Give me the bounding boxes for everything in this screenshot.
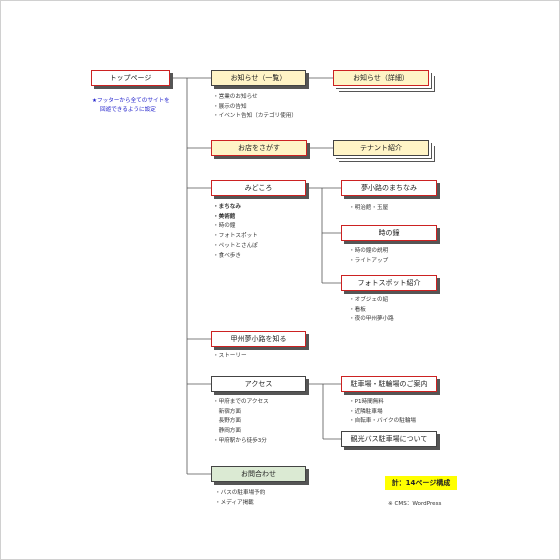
list-item: ・近隣駐車場: [349, 408, 383, 415]
list-item: ・まちなみ: [213, 204, 241, 210]
list-item: ・甲府駅から徒歩3分: [213, 437, 267, 444]
sights-box: みどころ: [211, 180, 306, 196]
top-page-box: トップページ: [91, 70, 170, 86]
total-pages-badge: 計：14ページ構成: [385, 476, 457, 490]
list-item: ・ライトアップ: [349, 257, 389, 264]
list-item: ・イベント告知（カテゴリ使用）: [213, 113, 297, 120]
list-item: ・フォトスポット: [213, 233, 258, 240]
parking-items: ・P1時間無料 ・近隣駐車場 ・自転車・バイクの駐輪場: [349, 398, 416, 427]
about-box: 甲州夢小路を知る: [211, 331, 306, 347]
list-item: ・ストーリー: [213, 353, 247, 359]
photo-items: ・オブジェの紹 ・看板 ・夜の甲州夢小路: [349, 296, 394, 325]
list-item: ・バスの駐車場予約: [215, 490, 266, 496]
news-list-box: お知らせ（一覧）: [211, 70, 306, 86]
list-item: ・メディア掲載: [215, 499, 254, 506]
cms-note: ※ CMS：WordPress: [388, 501, 442, 507]
footer-note: ★フッターから全てのサイトを 回遊できるように設定: [92, 97, 170, 115]
list-item: ・明治館・玉屋: [349, 205, 389, 211]
sights-sub-bell-box: 時の鐘: [341, 225, 437, 241]
list-item: 静岡方面: [213, 428, 241, 435]
list-item: ・P1時間無料: [349, 399, 384, 405]
townscape-items: ・明治館・玉屋: [349, 204, 388, 214]
list-item: ・自転車・バイクの駐輪場: [349, 418, 417, 425]
bell-items: ・時の鐘の説明 ・ライトアップ: [349, 247, 388, 266]
contact-items: ・バスの駐車場予約 ・メディア掲載: [215, 489, 265, 508]
list-item: ・営業のお知らせ: [213, 94, 258, 100]
access-box: アクセス: [211, 376, 306, 392]
news-items: ・営業のお知らせ ・展示の告知 ・イベント告知（カテゴリ使用）: [213, 93, 297, 122]
tour-bus-box: 観光バス駐車場について: [341, 431, 437, 447]
list-item: ・美術館: [213, 213, 236, 220]
list-item: ・夜の甲州夢小路: [349, 316, 394, 323]
shops-box: お店をさがす: [211, 140, 307, 156]
access-items: ・甲府までのアクセス 新宿方面 長野方面 静岡方面 ・甲府駅から徒歩3分: [213, 398, 269, 447]
list-item: ・時の鐘: [213, 223, 236, 230]
news-detail-box: お知らせ（詳細）: [333, 70, 429, 86]
list-item: 長野方面: [213, 418, 241, 425]
list-item: ・時の鐘の説明: [349, 248, 389, 254]
footer-note-line-2: 回遊できるように設定: [100, 107, 156, 113]
sights-sub-townscape-box: 夢小路のまちなみ: [341, 180, 437, 196]
list-item: ・展示の告知: [213, 103, 247, 110]
list-item: ・食べ歩き: [213, 252, 241, 259]
list-item: ・甲府までのアクセス: [213, 399, 269, 405]
sights-sub-photo-box: フォトスポット紹介: [341, 275, 437, 291]
parking-box: 駐車場・駐輪場のご案内: [341, 376, 437, 392]
footer-note-line-1: ★フッターから全てのサイトを: [92, 98, 170, 104]
list-item: ・オブジェの紹: [349, 297, 389, 303]
contact-box: お問合わせ: [211, 466, 306, 482]
about-items: ・ストーリー: [213, 352, 247, 362]
list-item: ・看板: [349, 306, 366, 313]
tenant-box: テナント紹介: [333, 140, 429, 156]
sights-items: ・まちなみ ・美術館 ・時の鐘 ・フォトスポット ・ペットとさんぽ ・食べ歩き: [213, 203, 258, 261]
list-item: 新宿方面: [213, 408, 241, 415]
list-item: ・ペットとさんぽ: [213, 242, 258, 249]
